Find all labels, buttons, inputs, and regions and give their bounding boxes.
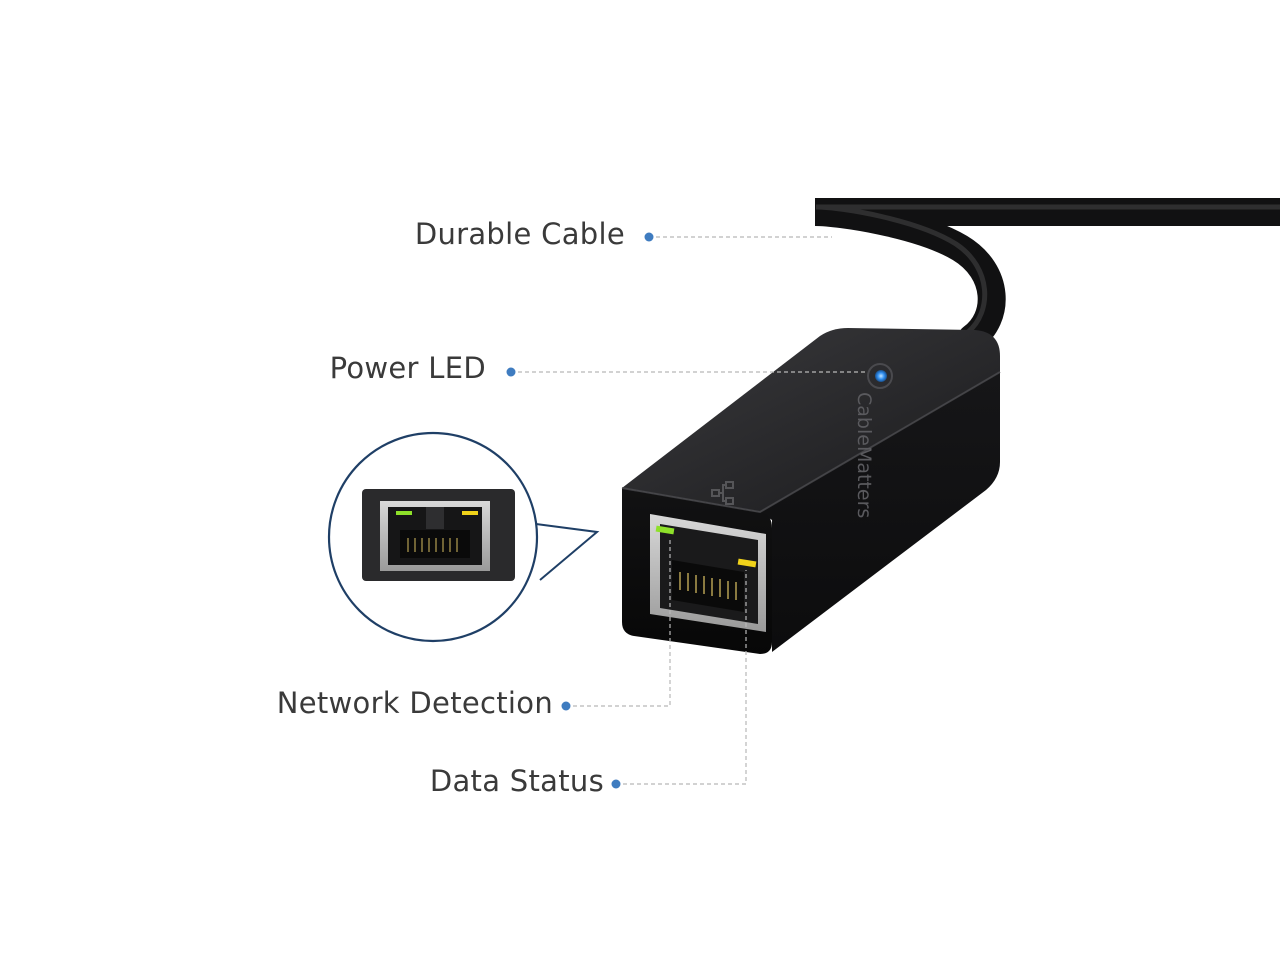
callout-dot-durable-cable [644,232,654,242]
cable-matters-logo: CableMatters [853,363,893,518]
port-closeup-inset [327,431,600,643]
callout-dot-data-status [611,779,621,789]
link-led [655,525,675,535]
callout-leaders [511,236,866,785]
callout-label-durable-cable: Durable Cable [414,217,625,251]
callout-dot-network-detection [561,701,571,711]
svg-text:CableMatters: CableMatters [853,392,875,518]
callout-dot-power-led [506,367,516,377]
power-led [875,370,887,382]
network-icon [711,481,734,505]
usb-cable [814,198,1280,352]
callout-label-network-detection: Network Detection [276,686,553,720]
activity-led [737,558,757,568]
callout-label-data-status: Data Status [429,764,604,798]
rj45-port [650,514,766,632]
callout-label-power-led: Power LED [329,351,486,385]
